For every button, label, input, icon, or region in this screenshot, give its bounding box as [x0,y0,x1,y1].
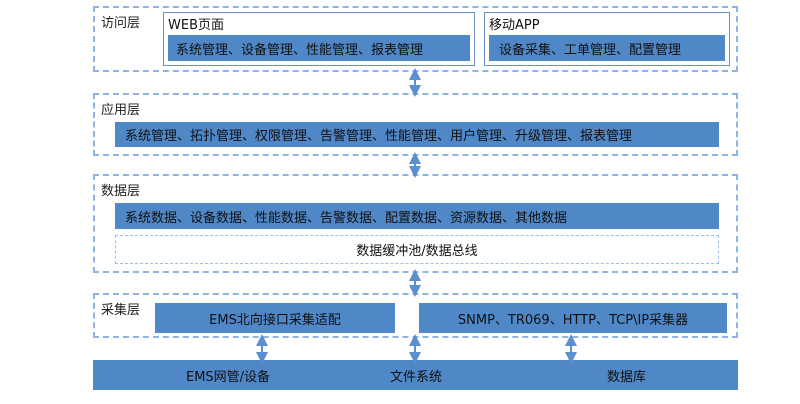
filesystem-label: 文件系统 [390,370,443,385]
data-layer: 数据层 系统数据、设备数据、性能数据、告警数据、配置数据、资源数据、其他数据 数… [93,174,738,273]
protocol-collector-box: SNMP、TR069、HTTP、TCP\IP采集器 [419,303,727,333]
data-layer-title: 数据层 [101,184,141,199]
mobile-app-title: 移动APP [489,18,540,33]
data-buffer-bus: 数据缓冲池/数据总线 [115,235,719,264]
access-layer-title: 访问层 [101,16,141,31]
data-categories: 系统数据、设备数据、性能数据、告警数据、配置数据、资源数据、其他数据 [115,203,719,229]
application-functions-text: 系统管理、拓扑管理、权限管理、告警管理、性能管理、用户管理、升级管理、报表管理 [125,129,633,144]
application-layer: 应用层 系统管理、拓扑管理、权限管理、告警管理、性能管理、用户管理、升级管理、报… [93,93,738,156]
collection-layer: 采集层 EMS北向接口采集适配 SNMP、TR069、HTTP、TCP\IP采集… [93,293,738,338]
access-layer: 访问层 WEB页面 系统管理、设备管理、性能管理、报表管理 移动APP 设备采集… [93,6,738,72]
database-label: 数据库 [607,370,647,385]
collection-layer-title: 采集层 [101,303,141,318]
data-categories-text: 系统数据、设备数据、性能数据、告警数据、配置数据、资源数据、其他数据 [125,210,568,226]
web-page-title: WEB页面 [168,18,224,33]
mobile-app-functions-text: 设备采集、工单管理、配置管理 [499,42,682,58]
web-page-panel: WEB页面 系统管理、设备管理、性能管理、报表管理 [163,12,475,66]
ems-device-label: EMS网管/设备 [186,370,271,385]
application-functions: 系统管理、拓扑管理、权限管理、告警管理、性能管理、用户管理、升级管理、报表管理 [115,122,719,147]
mobile-app-panel: 移动APP 设备采集、工单管理、配置管理 [484,12,730,66]
web-page-functions: 系统管理、设备管理、性能管理、报表管理 [168,35,470,61]
mobile-app-functions: 设备采集、工单管理、配置管理 [489,35,725,61]
ems-adapter-text: EMS北向接口采集适配 [209,312,341,328]
data-buffer-bus-text: 数据缓冲池/数据总线 [356,244,478,259]
protocol-collector-text: SNMP、TR069、HTTP、TCP\IP采集器 [457,312,689,328]
ems-adapter-box: EMS北向接口采集适配 [155,303,395,333]
web-page-functions-text: 系统管理、设备管理、性能管理、报表管理 [176,42,424,58]
application-layer-title: 应用层 [101,103,141,118]
infrastructure-bar: EMS网管/设备 文件系统 数据库 [93,360,738,390]
